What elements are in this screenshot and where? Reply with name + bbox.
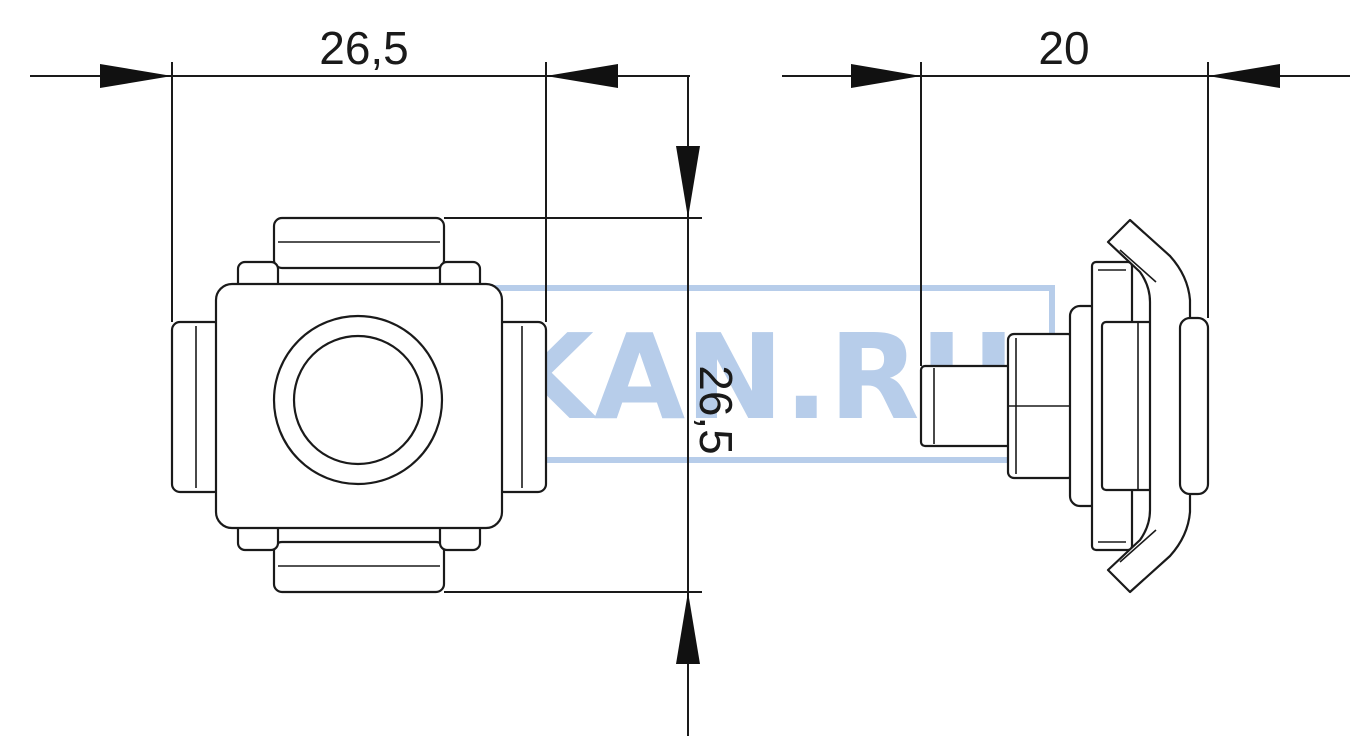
side-view (919, 218, 1210, 594)
dimension-front-height: 26,5 (444, 76, 742, 736)
bottom-tab (272, 540, 446, 594)
front-view (170, 216, 548, 594)
dim-label-front-height: 26,5 (690, 365, 742, 455)
spring-clip (1106, 218, 1192, 594)
end-collar (1178, 316, 1210, 496)
dimension-front-width: 26,5 (30, 22, 690, 322)
left-tab (170, 320, 224, 494)
arrow-right (851, 64, 921, 88)
top-tab (272, 216, 446, 270)
arrow-down (676, 146, 700, 218)
arrow-left (546, 64, 618, 88)
dimension-side-length: 20 (782, 22, 1350, 366)
dim-label-front-width: 26,5 (319, 22, 409, 74)
bore-inner (292, 334, 424, 466)
dim-label-side-length: 20 (1038, 22, 1089, 74)
arrow-right (100, 64, 172, 88)
arrow-left (1208, 64, 1280, 88)
arrow-up (676, 592, 700, 664)
right-tab (494, 320, 548, 494)
